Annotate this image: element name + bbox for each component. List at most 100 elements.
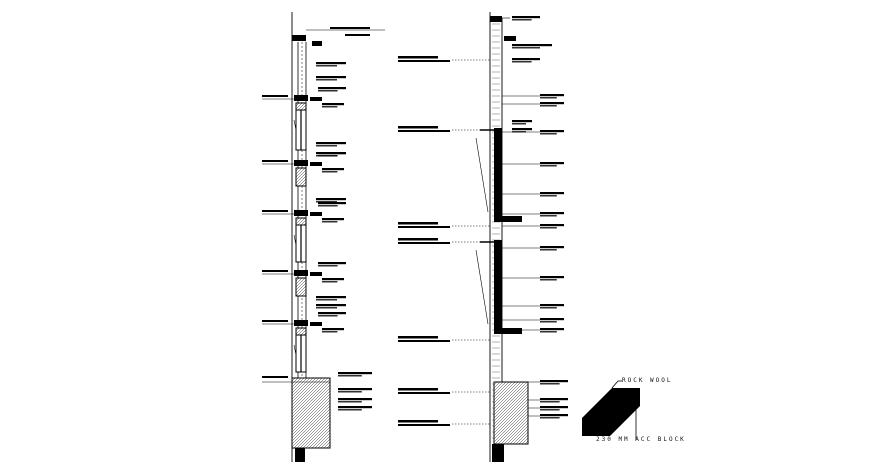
right-mid-note-1-text-bar-2 [512,131,526,133]
hatch-line [291,377,311,397]
hatch-line [291,377,302,388]
hatch-line [493,381,513,401]
hatch-line [493,392,529,428]
left-slab-hatch-1 [295,167,307,187]
right-glazing-panel-1 [494,240,502,334]
right-top-note-text-bar [512,16,540,19]
right-annotation-9-text-bar-2 [540,307,557,309]
left-note-a-2-text-bar [318,202,346,205]
hatch-line [301,181,307,187]
right-level-tag-6 [398,420,438,423]
right-annotation-7-text-bar [540,246,564,249]
right-level-tag-b-1 [398,130,450,132]
right-mid-note-0-text-bar-2 [512,123,526,125]
right-annotation-2-text-bar-2 [540,133,557,135]
right-footing-note-1-text-bar-2 [540,401,560,403]
hatch-line [295,217,303,225]
right-annotation-10-text-bar [540,318,564,321]
left-note-a-3-text-bar [318,262,346,265]
left-note-a-2-text-bar-2 [318,205,338,207]
left-level-tag-1 [262,160,288,162]
right-wall-section [398,12,568,462]
right-footing-hatch [493,381,529,445]
left-level-tag-0 [262,95,288,97]
hatch-line [291,408,331,448]
right-annotation-11-text-bar [540,328,564,331]
hatch-line [326,444,331,449]
hatch-line [291,377,305,391]
left-side-note-2-text-bar [316,142,346,145]
right-annotation-6-text-bar [540,224,564,227]
left-note-b-2-text-bar [322,218,344,221]
legend-leader-top [611,380,619,389]
material-legend [582,380,640,440]
hatch-line [493,381,528,416]
left-note-b-0-text-bar [322,103,344,106]
hatch-line [524,440,529,445]
right-top-note-2-text-bar-2 [512,47,540,49]
left-side-note-5-text-bar-2 [316,299,337,301]
left-note-b-1-text-bar-2 [322,171,338,173]
right-footing-note-0-text-bar-2 [540,383,560,385]
right-mid-note-0-text-bar [512,120,532,123]
rock-wool-block-swatch [582,388,640,436]
left-side-note-1-text-bar [316,76,346,79]
left-foundation-base [295,448,305,462]
hatch-line [308,426,331,449]
hatch-line [291,393,331,433]
right-level-tag-b-3 [398,242,450,244]
right-level-tag-b-4 [398,340,450,342]
left-note-a-4-text-bar-2 [318,315,338,317]
right-level-tag-b-5 [398,392,450,394]
right-level-tag-0 [398,56,438,59]
right-top-note-3-text-bar [512,58,540,61]
left-footing-level-tag [262,376,288,378]
hatch-line [493,381,498,386]
right-mid-note-1-text-bar [512,128,532,131]
left-note-a-0-text-bar [318,87,346,90]
left-footing-note-0-text-bar [338,372,372,375]
right-annotation-10-text-bar-2 [540,321,557,323]
hatch-line [295,167,300,172]
left-floor-slab-2 [294,210,308,216]
right-annotation-4-text-bar [540,192,564,195]
hatch-line [497,413,529,445]
left-floor-slab-0 [294,95,308,101]
right-footing-note-3-text-bar [540,414,568,417]
left-note-b-3-text-bar [322,278,344,281]
left-footing-note-1-text-bar-2 [338,391,362,393]
hatch-line [295,277,300,282]
hatch-line [311,429,331,449]
hatch-line [301,291,307,297]
right-glazing-slope-1 [475,249,489,325]
right-annotation-3-text-bar [540,162,564,165]
right-footing-note-2-text-bar [540,406,568,409]
right-footing-note-2-text-bar-2 [540,409,560,411]
right-annotation-6-text-bar-2 [540,227,557,229]
hatch-line [304,184,307,187]
right-glazing-slope-0 [475,137,489,213]
left-floor-slab-1 [294,160,308,166]
hatch-line [298,178,307,187]
right-annotation-0-text-bar-2 [540,97,557,99]
right-level-tag-b-2 [398,226,450,228]
left-footing-note-3-text-bar [338,406,372,409]
hatch-line [493,381,504,392]
left-note-a-0-text-bar-2 [318,90,338,92]
right-top-note-3-text-bar-2 [512,61,532,63]
left-floor-edge-2 [310,212,322,216]
right-level-tag-5 [398,388,438,391]
hatch-line [503,419,529,445]
hatch-line [291,378,331,418]
hatch-line [493,404,529,440]
hatch-line [291,405,331,445]
left-side-note-0-text-bar [316,62,346,65]
hatch-line [493,389,529,425]
left-level-tag-3 [262,270,288,272]
right-top-note-text-bar-2 [512,19,532,21]
left-side-note-6-text-bar [316,304,346,307]
hatch-line [323,441,331,449]
hatch-line [304,294,307,297]
left-footing-note-2-text-bar [338,398,372,401]
hatch-line [291,384,331,424]
